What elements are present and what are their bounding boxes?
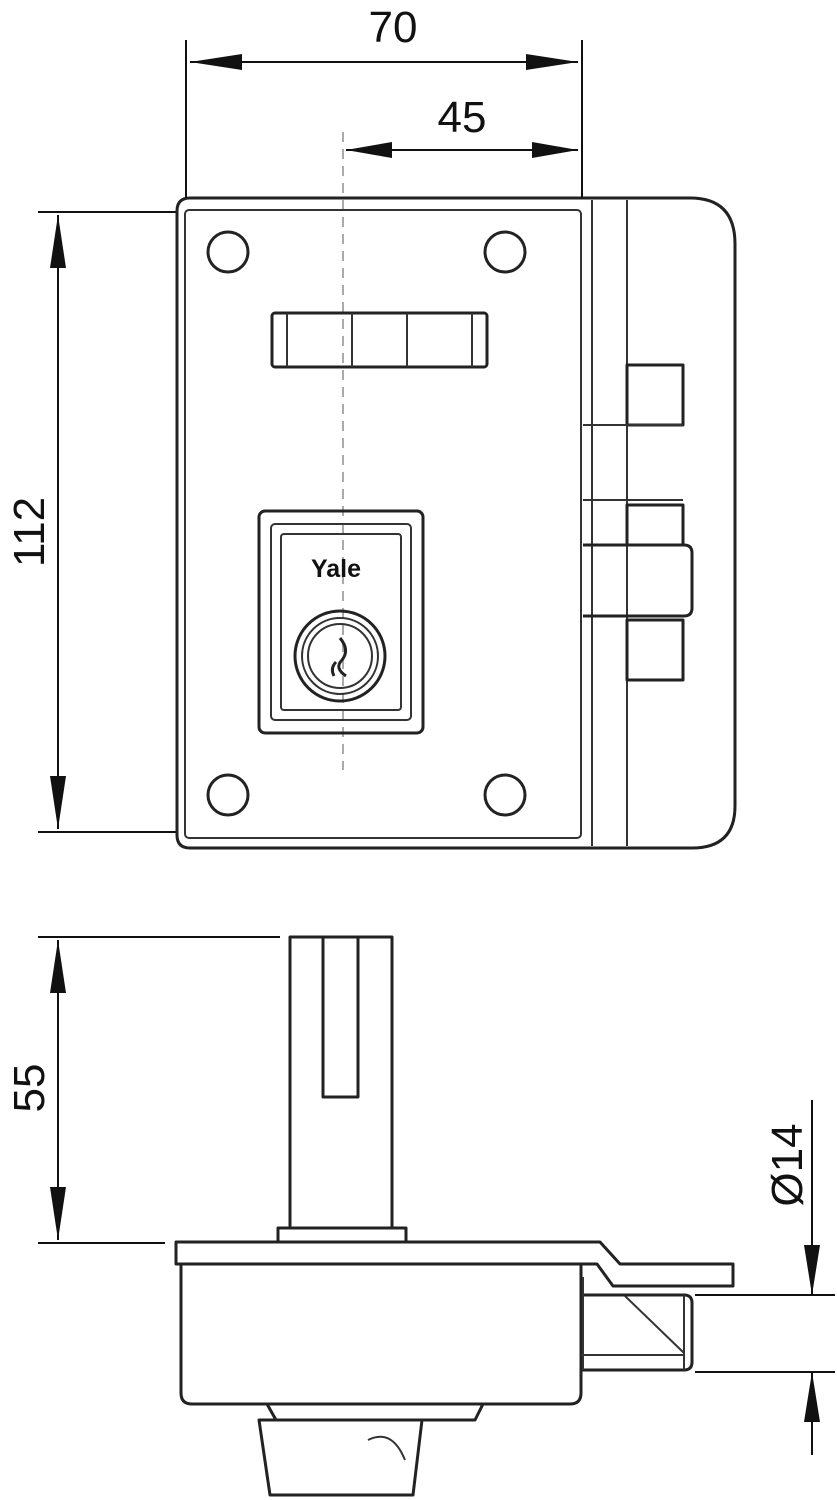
dimension-offset-label: 45 xyxy=(438,93,487,142)
mounting-plate xyxy=(174,1240,735,1288)
side-view xyxy=(174,935,735,1497)
shaft xyxy=(276,935,408,1244)
dimension-width-label: 70 xyxy=(369,3,418,52)
bolt-upper xyxy=(583,363,685,501)
face-plate xyxy=(184,209,582,839)
lock-housing-outline xyxy=(175,196,737,850)
screw-hole-bottom-left xyxy=(206,773,250,817)
dimension-55: 55 xyxy=(5,936,280,1244)
bolt-lower xyxy=(583,503,694,682)
brand-logo: Yale xyxy=(311,555,361,583)
dimension-diameter-label: Ø14 xyxy=(763,1123,812,1206)
key-cylinder xyxy=(293,609,387,703)
dimension-70: 70 xyxy=(185,3,583,198)
screw-hole-bottom-right xyxy=(483,773,527,817)
dimension-depth-label: 55 xyxy=(5,1064,54,1113)
cylinder-frame xyxy=(257,509,425,735)
slider-knob xyxy=(270,311,489,369)
dimension-diameter-14: Ø14 xyxy=(695,1100,835,1455)
dimension-45: 45 xyxy=(346,93,578,158)
dimension-112: 112 xyxy=(5,211,176,833)
screw-hole-top-right xyxy=(483,230,527,274)
screw-hole-top-left xyxy=(206,230,250,274)
front-view: Yale xyxy=(175,132,737,850)
keyway-icon xyxy=(330,637,347,678)
dimension-height-label: 112 xyxy=(5,497,54,567)
cylinder-bottom xyxy=(257,1403,485,1497)
bolt-side xyxy=(581,1277,694,1372)
lock-body-side xyxy=(179,1264,583,1406)
